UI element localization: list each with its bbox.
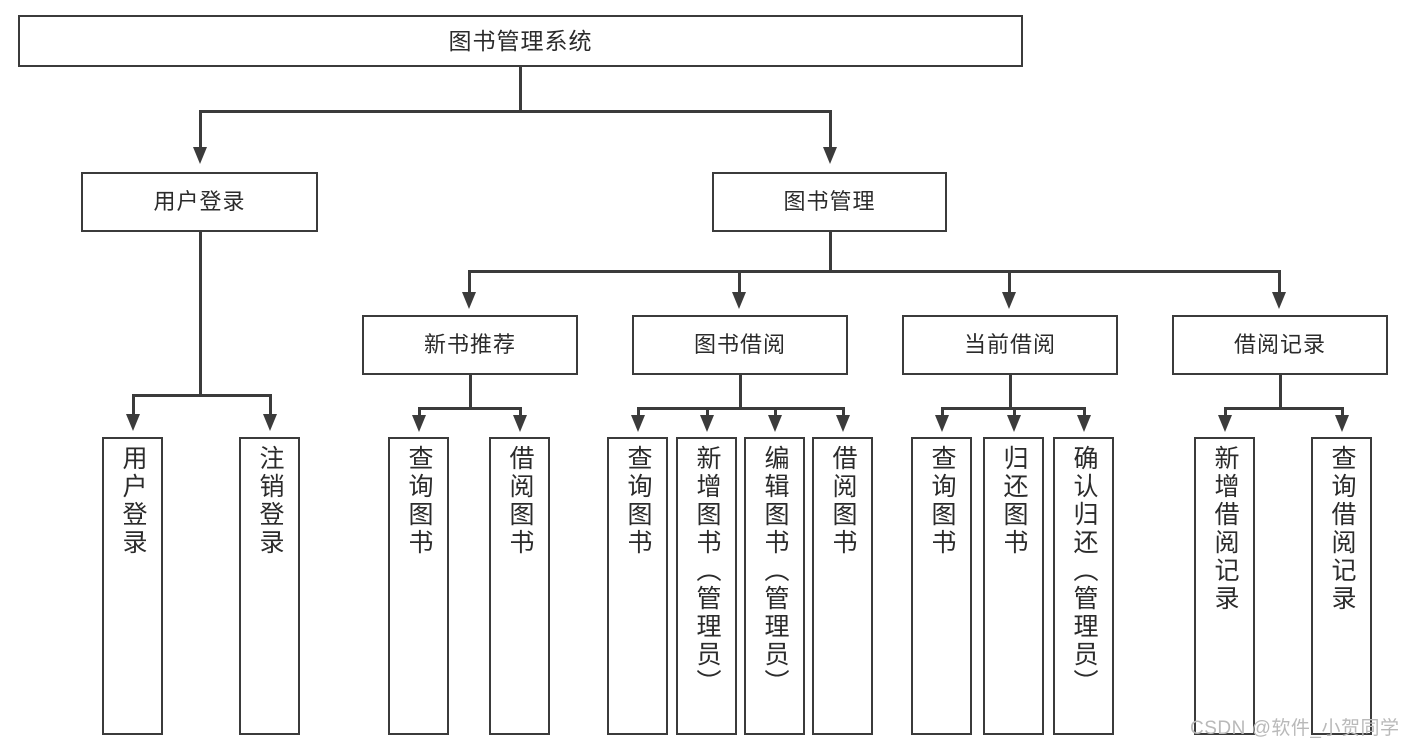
node-label: 确认归还（管理员） xyxy=(1070,445,1098,697)
connector-bm-to-borrow-record xyxy=(1278,270,1281,292)
connector-root-stem xyxy=(519,67,522,112)
node-label: 新增借阅记录 xyxy=(1211,445,1239,613)
node-label: 编辑图书（管理员） xyxy=(761,445,789,697)
connector-book-borrow-child-2 xyxy=(706,407,709,415)
leaf-add-borrow-record[interactable]: 新增借阅记录 xyxy=(1194,437,1255,735)
connector-new-book-stem xyxy=(469,375,472,409)
arrowhead-user-login xyxy=(192,147,207,164)
leaf-return-book[interactable]: 归还图书 xyxy=(983,437,1044,735)
node-label: 查询图书 xyxy=(928,445,956,557)
connector-root-bus xyxy=(199,110,831,113)
connector-borrow-record-stem xyxy=(1279,375,1282,409)
connector-book-management-stem xyxy=(829,232,832,272)
arrowhead-leaf-add-book xyxy=(699,415,714,432)
node-label: 借阅记录 xyxy=(1233,332,1326,358)
node-book-borrow[interactable]: 图书借阅 xyxy=(632,315,848,375)
connector-bm-to-current-borrow xyxy=(1008,270,1011,292)
node-label: 查询图书 xyxy=(624,445,652,557)
node-label: 图书借阅 xyxy=(693,332,786,358)
leaf-borrow-book[interactable]: 借阅图书 xyxy=(812,437,873,735)
node-label: 借阅图书 xyxy=(506,445,534,557)
connector-book-borrow-stem xyxy=(739,375,742,409)
arrowhead-leaf-return-book xyxy=(1006,415,1021,432)
connector-borrow-record-child-2 xyxy=(1341,407,1344,415)
arrowhead-current-borrow xyxy=(1001,292,1016,309)
node-label: 注销登录 xyxy=(256,445,284,557)
arrowhead-leaf-query-book-1 xyxy=(411,415,426,432)
csdn-watermark: CSDN @软件_小贺同学 xyxy=(1190,718,1400,739)
connector-borrow-record-bus xyxy=(1224,407,1343,410)
arrowhead-leaf-borrow-book-1 xyxy=(512,415,527,432)
node-book-management-system[interactable]: 图书管理系统 xyxy=(18,15,1023,67)
leaf-borrow-book-new-recommend[interactable]: 借阅图书 xyxy=(489,437,550,735)
node-label: 用户登录 xyxy=(119,445,147,557)
connector-root-to-user-login xyxy=(199,110,202,147)
arrowhead-leaf-query-book-3 xyxy=(934,415,949,432)
node-book-management[interactable]: 图书管理 xyxy=(712,172,947,232)
connector-new-book-child-1 xyxy=(418,407,421,415)
arrowhead-leaf-query-book-2 xyxy=(630,415,645,432)
connector-current-borrow-child-3 xyxy=(1083,407,1086,415)
connector-bm-to-new-book xyxy=(468,270,471,292)
node-new-book-recommend[interactable]: 新书推荐 xyxy=(362,315,578,375)
node-label: 新增图书（管理员） xyxy=(693,445,721,697)
connector-book-management-bus xyxy=(468,270,1280,273)
connector-book-borrow-child-3 xyxy=(774,407,777,415)
leaf-query-borrow-record[interactable]: 查询借阅记录 xyxy=(1311,437,1372,735)
node-label: 查询图书 xyxy=(405,445,433,557)
connector-new-book-bus xyxy=(418,407,521,410)
node-label: 查询借阅记录 xyxy=(1328,445,1356,613)
node-label: 图书管理 xyxy=(783,189,876,215)
leaf-confirm-return-admin[interactable]: 确认归还（管理员） xyxy=(1053,437,1114,735)
node-label: 当前借阅 xyxy=(963,332,1056,358)
node-borrow-record[interactable]: 借阅记录 xyxy=(1172,315,1388,375)
node-label: 用户登录 xyxy=(153,189,246,215)
connector-book-borrow-child-1 xyxy=(637,407,640,415)
connector-user-login-child-1 xyxy=(132,394,135,414)
node-current-borrow[interactable]: 当前借阅 xyxy=(902,315,1118,375)
node-label: 图书管理系统 xyxy=(448,27,593,54)
leaf-query-book-current[interactable]: 查询图书 xyxy=(911,437,972,735)
arrowhead-leaf-query-record xyxy=(1334,415,1349,432)
leaf-user-login[interactable]: 用户登录 xyxy=(102,437,163,735)
arrowhead-leaf-logout xyxy=(262,414,277,431)
leaf-edit-book-admin[interactable]: 编辑图书（管理员） xyxy=(744,437,805,735)
node-user-login[interactable]: 用户登录 xyxy=(81,172,318,232)
connector-book-borrow-bus xyxy=(637,407,844,410)
arrowhead-leaf-confirm-return xyxy=(1076,415,1091,432)
connector-borrow-record-child-1 xyxy=(1224,407,1227,415)
connector-current-borrow-child-2 xyxy=(1013,407,1016,415)
node-label: 借阅图书 xyxy=(829,445,857,557)
leaf-query-book-new-recommend[interactable]: 查询图书 xyxy=(388,437,449,735)
node-label: 归还图书 xyxy=(1000,445,1028,557)
leaf-logout[interactable]: 注销登录 xyxy=(239,437,300,735)
connector-book-borrow-child-4 xyxy=(842,407,845,415)
arrowhead-leaf-add-record xyxy=(1217,415,1232,432)
connector-user-login-bus xyxy=(132,394,269,397)
arrowhead-book-borrow xyxy=(731,292,746,309)
connector-root-to-book-management xyxy=(829,110,832,147)
connector-user-login-child-2 xyxy=(269,394,272,414)
arrowhead-leaf-user-login xyxy=(125,414,140,431)
connector-current-borrow-child-1 xyxy=(941,407,944,415)
connector-current-borrow-stem xyxy=(1009,375,1012,409)
arrowhead-book-management xyxy=(822,147,837,164)
connector-bm-to-book-borrow xyxy=(738,270,741,292)
arrowhead-leaf-edit-book xyxy=(767,415,782,432)
arrowhead-new-book-recommend xyxy=(461,292,476,309)
connector-user-login-stem xyxy=(199,232,202,396)
node-label: 新书推荐 xyxy=(423,332,516,358)
arrowhead-borrow-record xyxy=(1271,292,1286,309)
connector-new-book-child-2 xyxy=(519,407,522,415)
arrowhead-leaf-borrow-book-2 xyxy=(835,415,850,432)
leaf-add-book-admin[interactable]: 新增图书（管理员） xyxy=(676,437,737,735)
leaf-query-book-borrow[interactable]: 查询图书 xyxy=(607,437,668,735)
